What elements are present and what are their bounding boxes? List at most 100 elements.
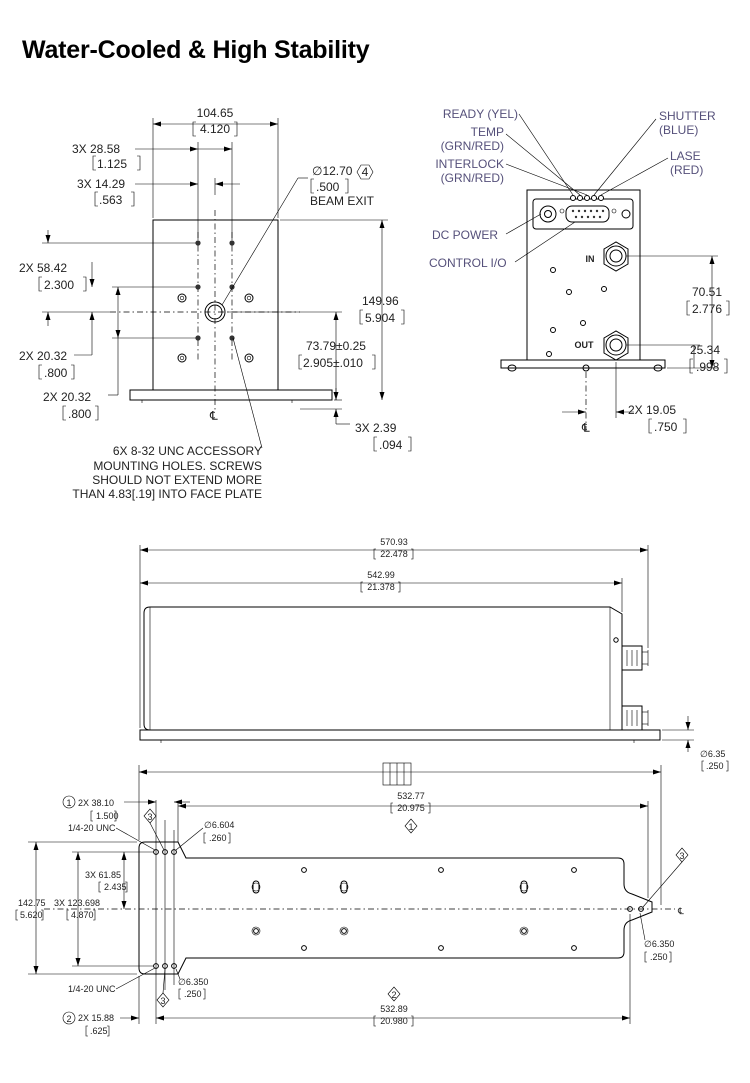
base-thickness: ∅6.35 <box>700 749 725 759</box>
hole-spacing-a: 3X 28.58 <box>72 142 120 156</box>
water-in-fitting <box>603 241 629 272</box>
base-dim: 3X 2.39 <box>355 421 397 435</box>
water-out-fitting <box>603 330 629 361</box>
hole-spacing-a-inch: 1.125 <box>97 157 127 171</box>
rear-body <box>526 189 641 361</box>
in-label: IN <box>586 254 595 264</box>
page-title: Water-Cooled & High Stability <box>22 36 370 64</box>
svg-text:SHOULD NOT EXTEND MORE: SHOULD NOT EXTEND MORE <box>92 473 262 487</box>
centerline-symbol: ℄ <box>209 409 218 423</box>
lase-led-label: LASE <box>670 149 701 163</box>
beam-height-inch: 2.905±.010 <box>303 356 363 370</box>
beam-exit-aperture <box>204 301 226 323</box>
temp-led-label: TEMP <box>471 125 504 139</box>
svg-text:MOUNTING HOLES. SCREWS: MOUNTING HOLES. SCREWS <box>93 459 262 473</box>
slot-dia-bottom: ∅6.350 <box>178 977 208 987</box>
label-leaders <box>505 113 669 263</box>
width-dim: 104.65 <box>197 106 234 120</box>
mount-screws <box>177 293 254 363</box>
length-a-inch: 20.975 <box>397 803 425 813</box>
hole-spacing-b: 3X 14.29 <box>77 177 125 191</box>
status-leds <box>570 195 604 201</box>
vert-dim-c: 2X 20.32 <box>43 390 91 404</box>
svg-text:THAN 4.83[.19] INTO FACE PLAT: THAN 4.83[.19] INTO FACE PLATE <box>72 487 262 501</box>
slot-dia-bottom-inch: .250 <box>184 989 202 999</box>
length-b: 532.89 <box>380 1004 408 1014</box>
lase-led-colors: (RED) <box>670 163 703 177</box>
total-width: 142.75 <box>18 898 46 908</box>
rear-view: IN OUT READY (YEL) TEMP (GRN/RED) INTERL… <box>429 107 730 435</box>
length-b-inch: 20.980 <box>380 1016 408 1026</box>
width-b-inch: 4.870 <box>71 910 94 920</box>
dc-power-label: DC POWER <box>432 228 498 242</box>
bottom-slots <box>251 880 529 894</box>
side-fittings <box>621 645 649 731</box>
end-dim-inch: .625 <box>90 1026 108 1036</box>
thread-top: 1/4-20 UNC <box>68 823 116 833</box>
body-length-inch: 21.378 <box>367 582 395 592</box>
rear-dim-a-inch: 2.776 <box>692 302 722 316</box>
hole-dia-inch: .260 <box>209 833 227 843</box>
width-a: 3X 61.85 <box>85 870 121 880</box>
rear-dim-a: 70.51 <box>692 285 722 299</box>
rear-screws <box>546 267 607 357</box>
length-a-note: 1 <box>408 822 413 832</box>
end-note: 2 <box>66 1014 71 1024</box>
thread-bot: 1/4-20 UNC <box>68 984 116 994</box>
total-width-inch: 5.620 <box>20 910 43 920</box>
front-view: 104.65 4.120 3X 28.58 1.125 3X 14.29 .56… <box>19 106 412 501</box>
hole-spacing-b-inch: .563 <box>99 193 123 207</box>
dimension-marker-stack <box>382 762 412 786</box>
control-io-connector <box>565 205 610 223</box>
side-base-plate <box>139 729 661 741</box>
side-view: 570.93 22.478 542.99 21.378 ∅6.35 .250 <box>139 537 729 772</box>
hole-dia-dim: ∅6.604 <box>204 820 234 830</box>
interlock-led-label: INTERLOCK <box>435 157 504 171</box>
end-dim: 2X 15.88 <box>78 1013 114 1023</box>
rear-dim-c-inch: .750 <box>654 420 678 434</box>
width-a-inch: 2.435 <box>104 882 127 892</box>
rear-connector-panel <box>532 198 634 230</box>
hole-a-dim: 2X 38.10 <box>78 798 114 808</box>
slot-dia-right: ∅6.350 <box>644 939 674 949</box>
vert-dim-a-inch: 2.300 <box>44 278 74 292</box>
control-io-label: CONTROL I/O <box>429 256 507 270</box>
out-label: OUT <box>575 340 595 350</box>
accessory-holes <box>195 240 235 341</box>
svg-text:6X 8-32 UNC ACCESSORY: 6X 8-32 UNC ACCESSORY <box>113 444 262 458</box>
bottom-view: 532.77 20.975 1 1 2X 38.10 1.500 1/4-20 … <box>15 762 689 1037</box>
overall-length: 570.93 <box>380 537 408 547</box>
note3-a: 3 <box>147 812 152 822</box>
ready-led-label: READY (YEL) <box>443 107 518 121</box>
width-dim-inch: 4.120 <box>200 122 230 136</box>
height-dim-inch: 5.904 <box>365 311 395 325</box>
rear-dim-b-inch: .998 <box>696 360 720 374</box>
note3-b: 3 <box>160 996 165 1006</box>
vert-dim-b-inch: .800 <box>44 366 68 380</box>
hole-a-inch: 1.500 <box>96 811 119 821</box>
beam-dia-dim: ∅12.70 <box>312 164 353 178</box>
rear-dim-b: 25.34 <box>690 343 720 357</box>
base-thickness-inch: .250 <box>706 761 724 771</box>
mounting-note: 6X 8-32 UNC ACCESSORY MOUNTING HOLES. SC… <box>72 444 262 501</box>
hole-a-note: 1 <box>66 798 71 808</box>
width-b: 3X 123.698 <box>54 898 100 908</box>
bottom-screws <box>251 867 577 951</box>
rear-dim-c: 2X 19.05 <box>628 403 676 417</box>
beam-note-num: 4 <box>362 165 369 179</box>
shutter-led-colors: (BLUE) <box>659 123 698 137</box>
length-b-note: 2 <box>391 990 396 1000</box>
overall-length-inch: 22.478 <box>380 549 408 559</box>
vert-dim-c-inch: .800 <box>68 407 92 421</box>
front-base-plate <box>129 389 333 401</box>
note3-c: 3 <box>679 851 684 861</box>
beam-dia-inch: .500 <box>316 180 340 194</box>
body-length: 542.99 <box>367 570 395 580</box>
beam-height-dim: 73.79±0.25 <box>306 339 366 353</box>
base-dim-inch: .094 <box>379 438 403 452</box>
length-a: 532.77 <box>397 791 425 801</box>
beam-exit-label: BEAM EXIT <box>310 194 375 208</box>
height-dim: 149.96 <box>362 294 399 308</box>
vert-dim-a: 2X 58.42 <box>19 261 67 275</box>
